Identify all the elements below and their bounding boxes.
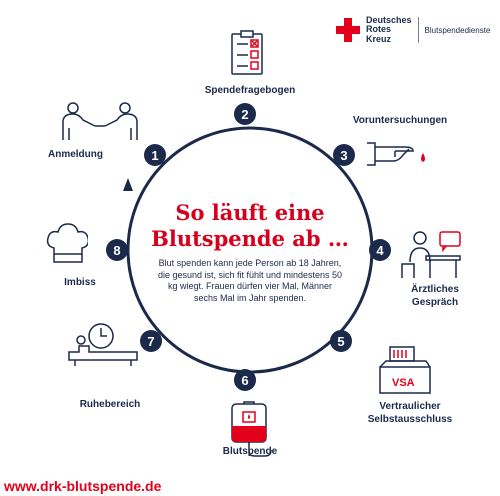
step-label-1: Anmeldung xyxy=(48,149,103,160)
step-badge-4: 4 xyxy=(369,239,391,261)
step-label-5-line1: Vertraulicher xyxy=(379,401,441,412)
logo-org-name: Deutsches Rotes Kreuz xyxy=(366,14,412,45)
drk-logo: Deutsches Rotes Kreuz Blutspendedienste xyxy=(332,10,500,50)
step-label-8: Imbiss xyxy=(64,277,96,288)
title-line2: Blutspende ab … xyxy=(151,226,349,251)
logo-org-line3: Kreuz xyxy=(366,33,392,44)
blood-drop-hand-icon xyxy=(367,142,425,166)
step-badge-8: 8 xyxy=(106,239,128,261)
red-cross-icon xyxy=(336,18,360,42)
description-text: Blut spenden kann jede Person ab 18 Jahr… xyxy=(157,258,343,303)
logo-divider xyxy=(417,17,419,43)
title-line1: So läuft eine xyxy=(175,200,325,225)
step-badge-5: 5 xyxy=(330,330,352,352)
questionnaire-icon xyxy=(231,30,263,75)
step-label-7: Ruhebereich xyxy=(79,399,141,410)
step-label-4-line1: Ärztliches xyxy=(411,284,459,295)
ring-arrowhead xyxy=(123,178,133,191)
step-label-4: Ärztliches Gespräch xyxy=(380,283,490,309)
step-label-3: Voruntersuchungen xyxy=(352,115,448,126)
step-badge-6: 6 xyxy=(234,369,256,391)
logo-service-name: Blutspendedienste xyxy=(424,25,491,35)
handshake-icon xyxy=(62,102,138,140)
blood-bag-icon xyxy=(231,401,272,457)
website-link[interactable]: www.drk-blutspende.de xyxy=(4,478,162,494)
step-label-6: Blutspende xyxy=(222,446,278,457)
step-badge-1: 1 xyxy=(144,144,166,166)
step-badge-7: 7 xyxy=(140,330,162,352)
doctor-consultation-icon xyxy=(401,231,461,278)
chef-hat-icon xyxy=(46,223,88,263)
step-label-5-line2: Selbstausschluss xyxy=(367,414,453,425)
step-badge-3: 3 xyxy=(333,144,355,166)
lounge-chair-clock-icon xyxy=(68,323,138,366)
step-label-4-line2: Gespräch xyxy=(411,297,459,308)
step-badge-2: 2 xyxy=(234,103,256,125)
ballot-box-text: VSA xyxy=(392,377,415,389)
logo-org-line1: Deutsches xyxy=(366,14,412,25)
page-title: So läuft eine Blutspende ab … xyxy=(150,200,350,252)
logo-org-line2: Rotes xyxy=(366,24,392,35)
step-label-5: Vertraulicher Selbstausschluss xyxy=(350,400,470,426)
step-label-2: Spendefragebogen xyxy=(204,85,296,96)
ballot-box-icon: VSA xyxy=(379,346,431,394)
